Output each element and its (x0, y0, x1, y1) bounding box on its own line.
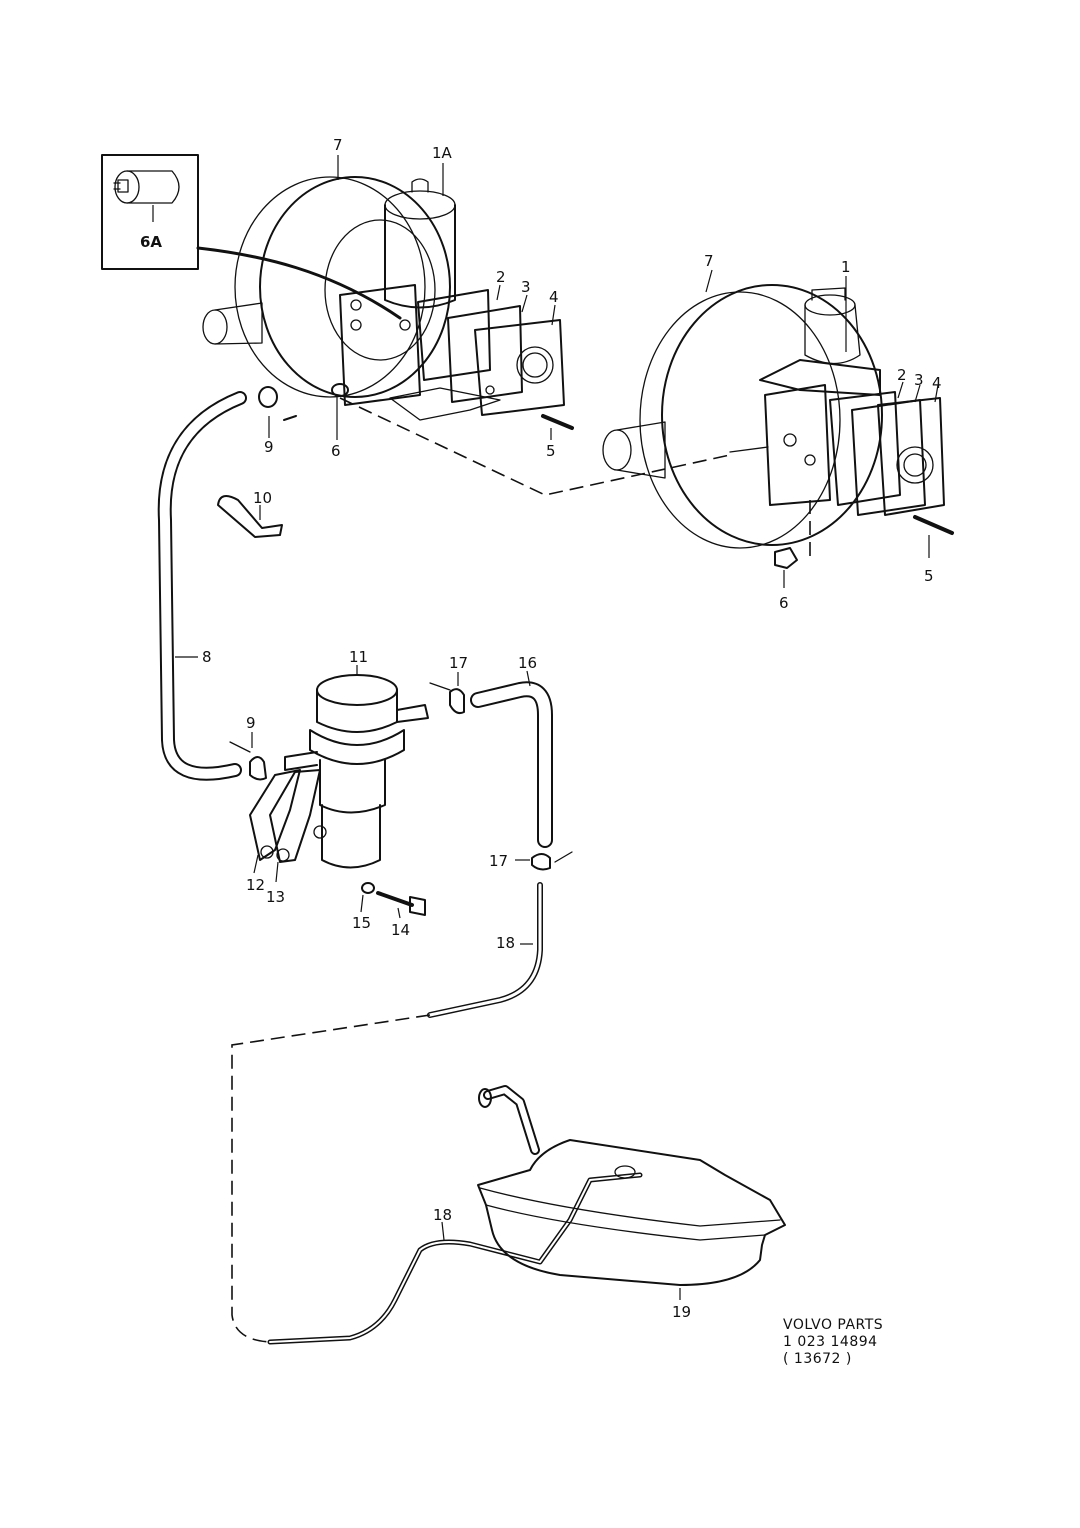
ignition-capacitor-drawing (113, 170, 180, 204)
callout-18-upper: 18 (496, 934, 515, 952)
callout-6-right: 6 (779, 594, 789, 612)
callout-6-left: 6 (331, 442, 341, 460)
hose-clamp-upper (258, 386, 297, 421)
callout-19: 19 (672, 1303, 691, 1321)
callout-7-left: 7 (333, 136, 343, 154)
callout-5-right: 5 (924, 567, 934, 585)
callout-1-right: 1 (841, 258, 851, 276)
reference-code: ( 13672 ) (783, 1351, 852, 1367)
callout-2-left: 2 (496, 268, 506, 286)
callout-2-right: 2 (897, 366, 907, 384)
distributor-assembly-right (602, 284, 954, 569)
callout-4-left: 4 (549, 288, 559, 306)
distributor-assembly-left (202, 176, 574, 430)
callout-17-upper: 17 (449, 654, 468, 672)
callout-5-left: 5 (546, 442, 556, 460)
callout-11: 11 (349, 648, 368, 666)
dashed-link-assemblies (339, 397, 731, 496)
callout-15: 15 (352, 914, 371, 932)
callout-12: 12 (246, 876, 265, 894)
callout-9-lower: 9 (246, 714, 256, 732)
reference-brand: VOLVO PARTS (783, 1317, 883, 1333)
dashed-line-to-tank (231, 1014, 431, 1343)
callout-4-right: 4 (932, 374, 942, 392)
callout-18-lower: 18 (433, 1206, 452, 1224)
callout-9-upper: 9 (264, 438, 274, 456)
inset-box-6A (101, 154, 199, 270)
callout-14: 14 (391, 921, 410, 939)
callout-6A: 6A (140, 233, 162, 251)
fuel-hose-16 (470, 681, 553, 848)
callout-16: 16 (518, 654, 537, 672)
callout-7-right: 7 (704, 252, 714, 270)
capacitor-wire (196, 246, 402, 320)
callout-8: 8 (202, 648, 212, 666)
hose-clamp-17-upper (429, 682, 465, 715)
fuel-pump-11 (249, 674, 429, 916)
callout-1A: 1A (432, 144, 453, 162)
reference-number: 1 023 14894 (783, 1334, 878, 1350)
hose-clamp-lower (229, 741, 267, 781)
callout-10: 10 (253, 489, 272, 507)
fuel-tank-19 (477, 1085, 786, 1286)
callout-3-left: 3 (521, 278, 531, 296)
fuel-line-18 (427, 882, 543, 1018)
hose-clamp-17-lower (531, 851, 573, 871)
callout-13: 13 (266, 888, 285, 906)
clip-10 (217, 495, 283, 538)
callout-3-right: 3 (914, 371, 924, 389)
callout-17-lower: 17 (489, 852, 508, 870)
